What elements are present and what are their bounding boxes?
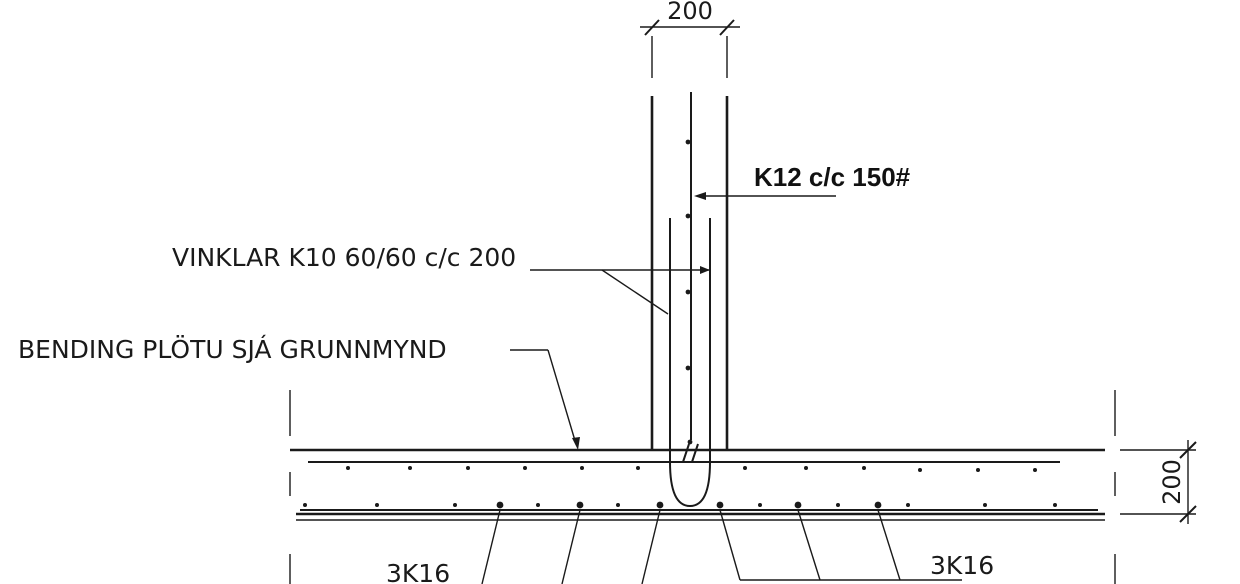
k16-left-callout: 3K16: [386, 509, 661, 584]
wall-bar-dot: [685, 365, 691, 371]
slab-rebar-callout: BENDING PLÖTU SJÁ GRUNNMYND: [18, 335, 580, 450]
leader-line-diagonal: [547, 349, 577, 445]
wall-dimension-text: 200: [667, 0, 713, 25]
leader-line: [561, 509, 581, 584]
dim-tick-top: [1179, 441, 1197, 459]
leader-line: [641, 509, 661, 584]
k16-bar-dot: [656, 501, 664, 509]
slab-bar-dot: [303, 503, 307, 507]
leader-line: [719, 509, 741, 581]
slab-bar-dot: [906, 503, 910, 507]
slab-bar-dot: [346, 466, 350, 470]
bar-lap-mark-1: [682, 443, 690, 463]
wall-bar-dot: [685, 213, 691, 219]
slab-bar-dot: [976, 468, 980, 472]
dim-tick-right: [719, 19, 735, 36]
k16-right-callout: 3K16: [719, 509, 994, 581]
wall-rebar-label: K12 c/c 150#: [754, 162, 911, 192]
wall-rebar: [669, 92, 711, 508]
slab-bar-dot: [536, 503, 540, 507]
leader-arrowhead: [694, 192, 706, 200]
slab-dimension: 200: [1120, 440, 1197, 524]
slab-bar-dot: [375, 503, 379, 507]
leader-line: [797, 509, 821, 581]
slab-rebar-label: BENDING PLÖTU SJÁ GRUNNMYND: [18, 335, 447, 364]
k16-bar-dot: [794, 501, 802, 509]
angle-bar-bend: [669, 461, 711, 508]
slab-bar-dot: [453, 503, 457, 507]
k16-bar-dot: [576, 501, 584, 509]
wall-bar-dot: [687, 439, 693, 445]
slab-bar-dot: [636, 466, 640, 470]
slab-bar-dot: [918, 468, 922, 472]
leader-line-diagonal: [601, 269, 669, 315]
slab-bar-dot: [1033, 468, 1037, 472]
slab-bar-dot: [616, 503, 620, 507]
angle-bar-callout: VINKLAR K10 60/60 c/c 200: [172, 243, 710, 315]
slab-bar-dot: [408, 466, 412, 470]
slab: [289, 390, 1116, 584]
leader-line: [877, 509, 901, 581]
slab-bar-dot: [983, 503, 987, 507]
leader-line: [481, 509, 501, 584]
slab-bar-dot: [466, 466, 470, 470]
slab-bar-dot: [743, 466, 747, 470]
slab-bottom-bars: [303, 503, 1057, 507]
k16-right-label: 3K16: [930, 551, 994, 580]
k16-bars: [496, 501, 882, 509]
wall-dimension: 200: [640, 0, 740, 78]
wall-bar-dot: [685, 139, 691, 145]
angle-bar-label: VINKLAR K10 60/60 c/c 200: [172, 243, 516, 272]
wall-bar-dot: [685, 289, 691, 295]
slab-bar-dot: [862, 466, 866, 470]
slab-top-bars: [346, 466, 1037, 472]
wall: [650, 96, 729, 450]
wall-rebar-callout: K12 c/c 150#: [694, 162, 911, 200]
k16-left-label: 3K16: [386, 559, 450, 584]
dim-tick-bottom: [1179, 505, 1197, 523]
k16-bar-dot: [874, 501, 882, 509]
leader-arrowhead: [700, 266, 710, 274]
slab-bar-dot: [580, 466, 584, 470]
slab-bar-dot: [758, 503, 762, 507]
k16-bar-dot: [716, 501, 724, 509]
slab-bar-dot: [523, 466, 527, 470]
slab-bar-dot: [836, 503, 840, 507]
slab-dimension-text: 200: [1158, 459, 1186, 505]
dim-tick-left: [644, 19, 660, 36]
k16-bar-dot: [496, 501, 504, 509]
slab-bar-dot: [1053, 503, 1057, 507]
leader-arrowhead: [572, 437, 580, 450]
slab-bar-dot: [804, 466, 808, 470]
bar-lap-mark-2: [691, 443, 699, 463]
